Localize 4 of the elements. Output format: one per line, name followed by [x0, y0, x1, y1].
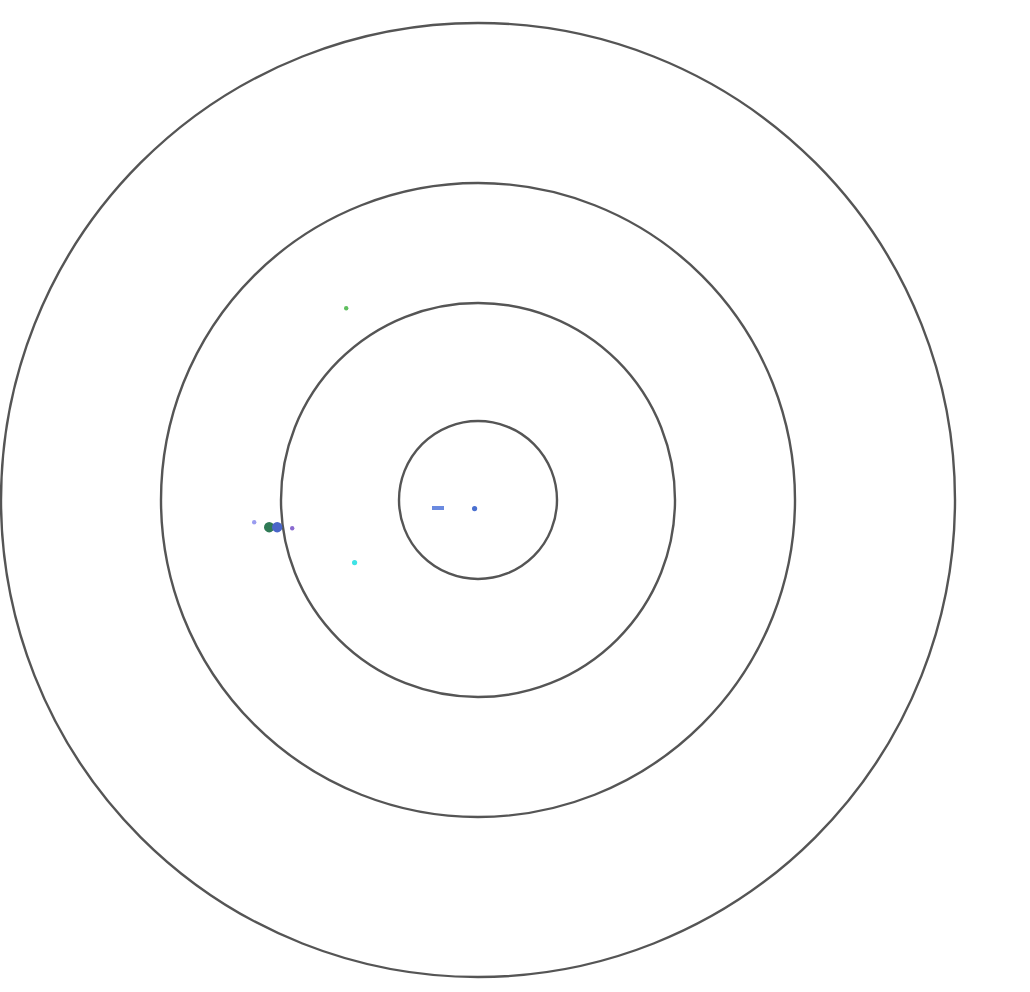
concentric-ring [0, 22, 956, 978]
concentric-ring [280, 302, 676, 698]
concentric-ring [160, 182, 796, 818]
concentric-ring [398, 420, 558, 580]
